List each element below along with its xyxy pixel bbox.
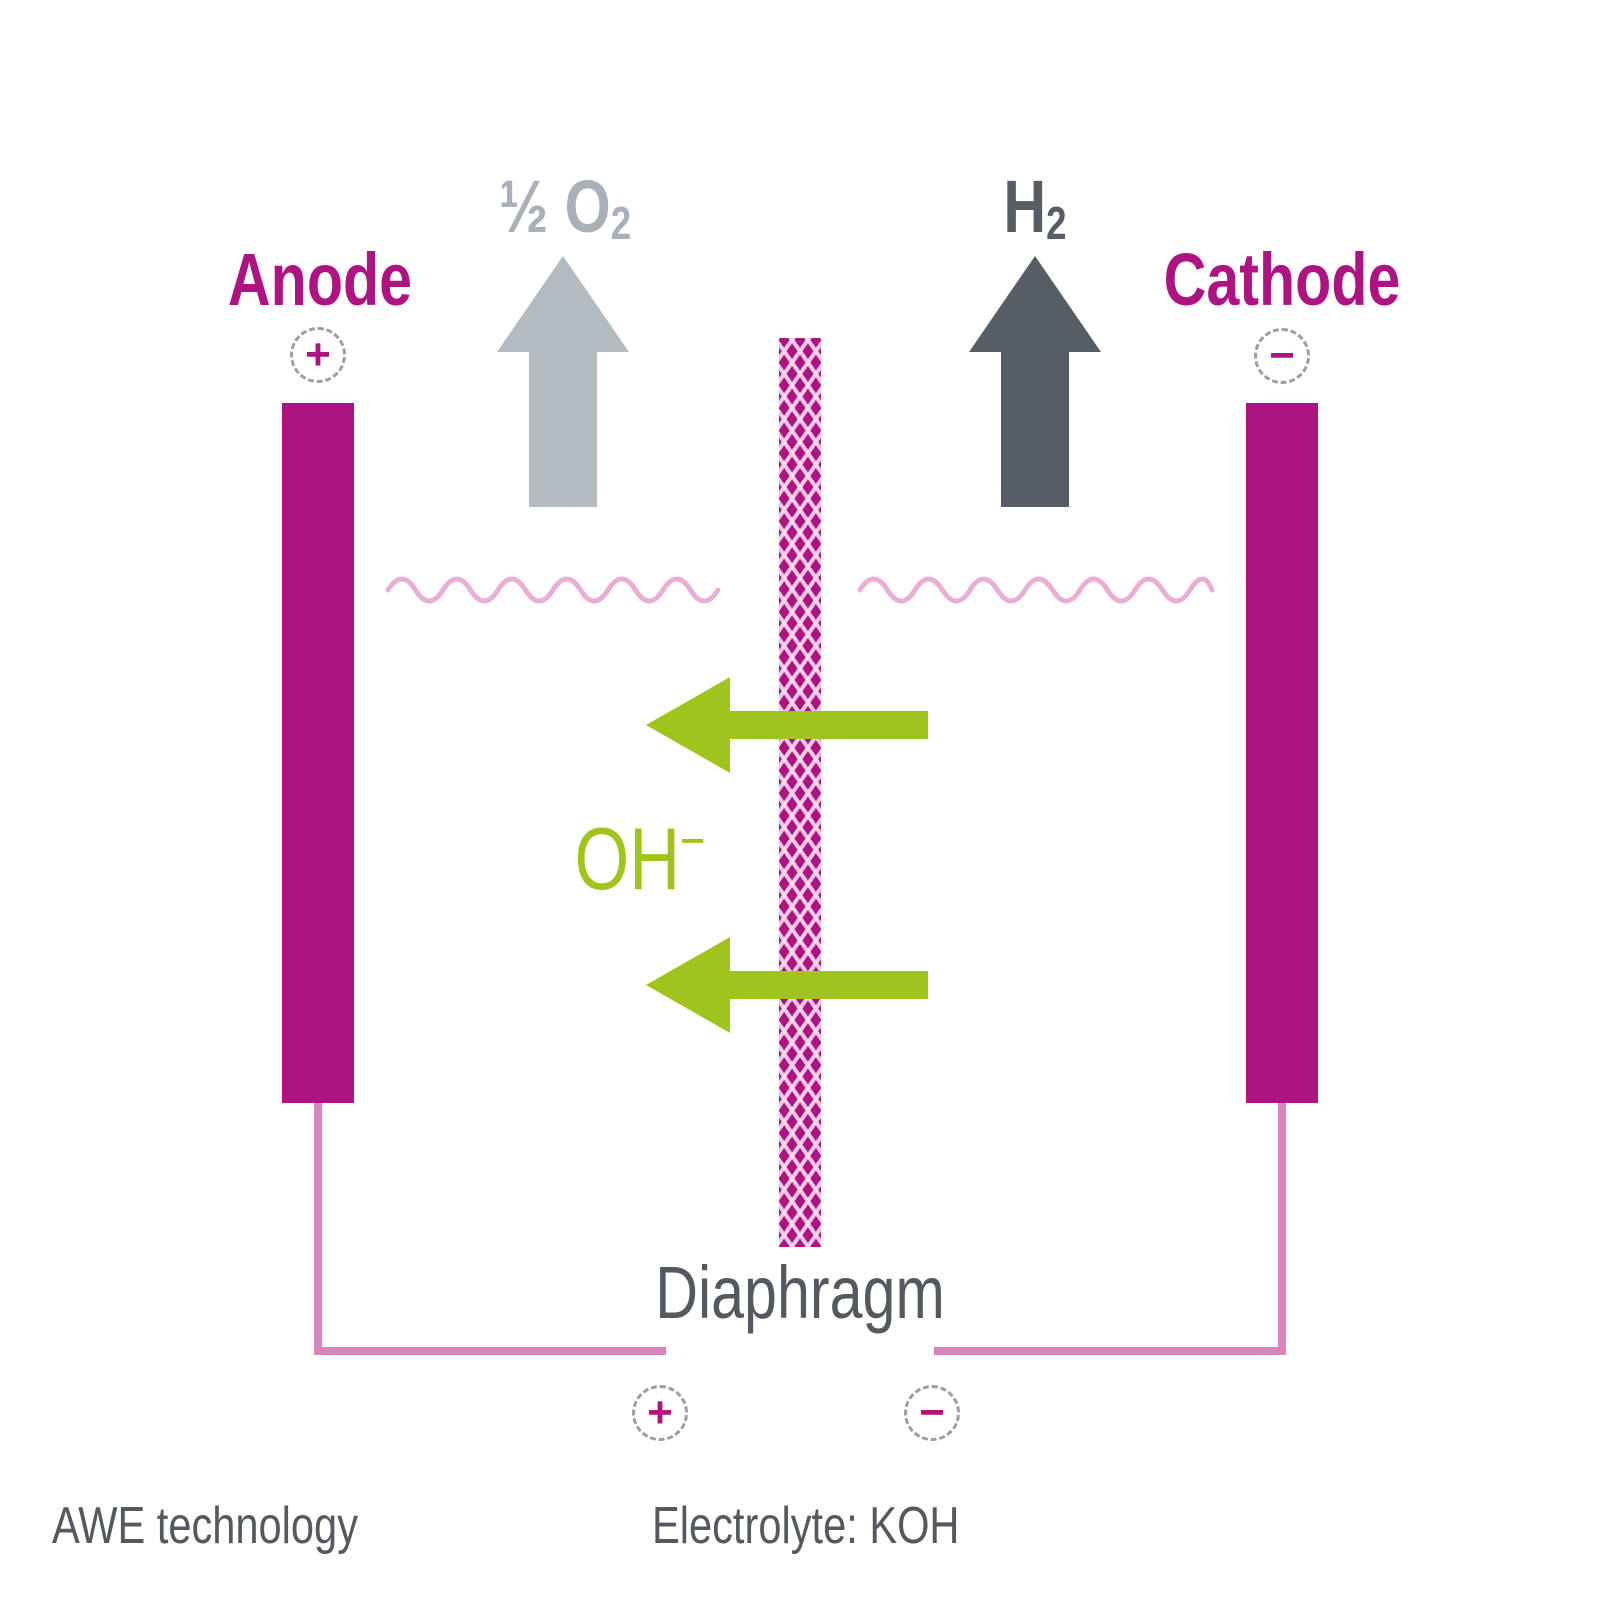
oxygen-label-base: ½ O: [498, 165, 611, 248]
hydrogen-label-subscript: 2: [1046, 196, 1067, 249]
cathode-electrode-bar: [1246, 403, 1318, 1103]
electrolyte-level-wave-right: [857, 576, 1215, 604]
electrolyte-level-wave-left: [385, 576, 721, 604]
oxygen-label-subscript: 2: [610, 196, 632, 249]
oxygen-label: ½ O2: [499, 170, 631, 247]
anode-wire-vertical: [314, 1103, 322, 1355]
diaphragm-membrane: [779, 338, 821, 1247]
anode-wire-horizontal: [314, 1347, 666, 1355]
hydroxide-ion-label: OH−: [574, 813, 705, 903]
cathode-wire-vertical: [1278, 1103, 1286, 1355]
anode-plus-terminal: +: [290, 327, 346, 383]
oxygen-up-arrow: [497, 256, 629, 507]
hydroxide-label-superscript: −: [680, 810, 706, 871]
anode-label: Anode: [227, 238, 413, 321]
power-positive-terminal: +: [632, 1385, 688, 1441]
minus-sign: −: [1269, 331, 1295, 380]
hydroxide-label-base: OH: [574, 809, 681, 908]
hydroxide-left-arrow-upper: [646, 677, 928, 773]
hydroxide-left-arrow-lower: [646, 937, 928, 1033]
cathode-label: Cathode: [1163, 238, 1401, 321]
anode-electrode-bar: [282, 403, 354, 1103]
plus-sign: +: [305, 330, 331, 379]
technology-caption: AWE technology: [52, 1497, 358, 1555]
diaphragm-caption: Diaphragm: [655, 1251, 945, 1334]
hydrogen-label: H2: [1003, 170, 1066, 247]
electrolyte-caption: Electrolyte: KOH: [652, 1497, 960, 1555]
hydrogen-up-arrow: [969, 256, 1101, 507]
cathode-wire-horizontal: [934, 1347, 1286, 1355]
cathode-minus-terminal: −: [1254, 328, 1310, 384]
power-negative-terminal: −: [904, 1385, 960, 1441]
hydrogen-label-base: H: [1003, 165, 1047, 248]
power-plus-sign: +: [647, 1388, 673, 1437]
power-minus-sign: −: [919, 1388, 945, 1437]
